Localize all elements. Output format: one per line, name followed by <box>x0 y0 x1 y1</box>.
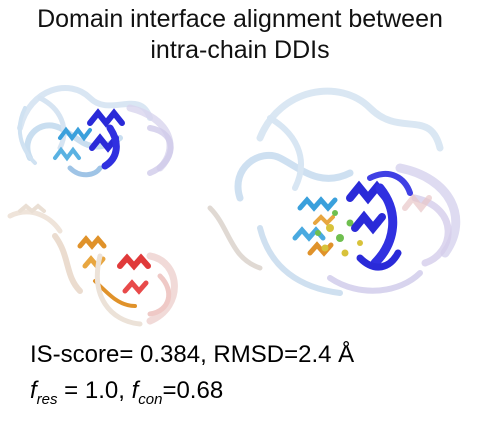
f-con-subscript: con <box>138 391 163 408</box>
f-con-symbol: f <box>131 377 139 404</box>
is-score-rmsd-text: IS-score= 0.384, RMSD=2.4 Å <box>30 341 355 368</box>
protein-red-illustration <box>7 203 178 327</box>
f-con-value: =0.68 <box>162 377 224 404</box>
protein-structure-red <box>0 196 200 336</box>
alignment-illustration <box>207 87 461 296</box>
f-res-subscript: res <box>36 391 58 408</box>
protein-structure-blue <box>0 68 200 198</box>
figure-title: Domain interface alignment between intra… <box>0 4 480 66</box>
fraction-metrics: fres = 1.0, fcon=0.68 <box>30 376 223 415</box>
title-line-1: Domain interface alignment between <box>37 5 443 33</box>
protein-blue-illustration <box>17 85 174 178</box>
f-res-value: = 1.0, <box>57 377 132 404</box>
aligned-structure <box>200 78 480 328</box>
f-res-symbol: f <box>30 377 37 404</box>
title-line-2: intra-chain DDIs <box>150 36 330 64</box>
